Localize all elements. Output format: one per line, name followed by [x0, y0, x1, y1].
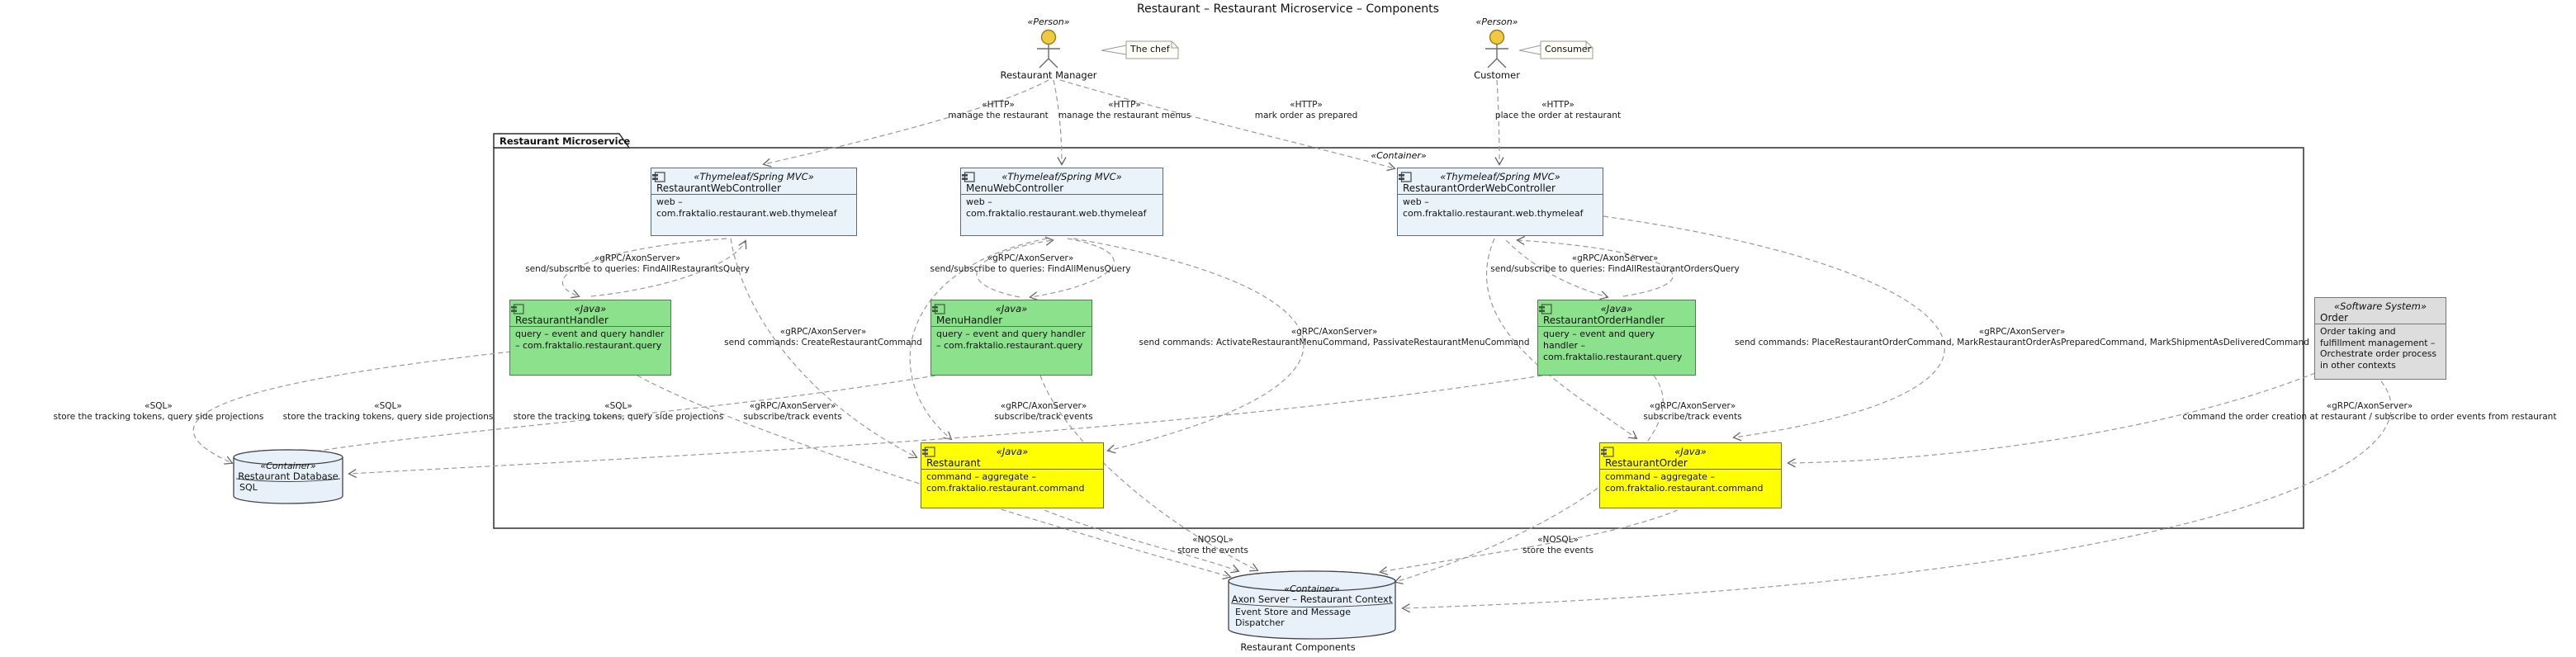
- diagram-title: Restaurant – Restaurant Microservice – C…: [1137, 2, 1439, 16]
- component-name: Restaurant: [926, 457, 981, 469]
- component-name: MenuWebController: [966, 182, 1064, 194]
- frame-restaurant-microservice: [493, 133, 2304, 529]
- edge-label-http-place-order: «HTTP»place the order at restaurant: [1494, 100, 1622, 121]
- external-system-name: Order: [2320, 312, 2349, 324]
- component-description: query – event and query handler – com.fr…: [510, 326, 670, 352]
- external-system-description: Order taking and fulfillment management …: [2315, 324, 2446, 371]
- axon-server-caption: Restaurant Components: [1240, 641, 1356, 653]
- component-stereotype: «Java»: [1600, 303, 1633, 314]
- restaurant-database-name: Restaurant Database: [238, 470, 339, 482]
- axon-server-stereotype: «Container»: [1284, 584, 1340, 594]
- external-system-stereotype: «Software System»: [2334, 300, 2427, 312]
- component-description: query – event and query handler – com.fr…: [1538, 326, 1695, 363]
- component-stereotype: «Java»: [1674, 446, 1707, 457]
- component-description: command – aggregate – com.fraktalio.rest…: [1600, 469, 1781, 494]
- component-icon: [1539, 304, 1552, 314]
- axon-server-name: Axon Server – Restaurant Context: [1231, 593, 1393, 605]
- edge-label-subscribe-1: «gRPC/AxonServer»subscribe/track events: [743, 401, 842, 422]
- component-name: RestaurantOrderHandler: [1543, 314, 1665, 326]
- edge-label-store-tokens-1: «SQL»store the tracking tokens, query si…: [53, 401, 264, 422]
- note-consumer: Consumer: [1545, 44, 1592, 54]
- database-axon-server-shape: [1228, 570, 1396, 640]
- person-restaurant-manager-icon: [1037, 29, 1060, 69]
- edge-label-order-commands: «gRPC/AxonServer»send commands: PlaceRes…: [1735, 327, 2309, 347]
- external-system-order: «Software System» Order Order taking and…: [2314, 297, 2446, 380]
- edge-paths: [192, 79, 2392, 613]
- edge-label-subscribe-3: «gRPC/AxonServer»subscribe/track events: [1643, 401, 1742, 422]
- component-description: web – com.fraktalio.restaurant.web.thyme…: [961, 194, 1163, 220]
- component-name: MenuHandler: [936, 314, 1003, 326]
- database-restaurant-database-shape: [233, 449, 343, 504]
- component-name: RestaurantOrder: [1605, 457, 1688, 469]
- component-menu-handler: «Java» MenuHandler query – event and que…: [930, 300, 1092, 376]
- component-stereotype: «Thymeleaf/Spring MVC»: [1440, 171, 1560, 182]
- edge-label-subscribe-2: «gRPC/AxonServer»subscribe/track events: [994, 401, 1093, 422]
- person-manager-stereotype: «Person»: [1027, 17, 1070, 27]
- component-icon: [922, 447, 935, 457]
- edge-label-store-events-2: «NOSQL»store the events: [1522, 535, 1593, 555]
- component-stereotype: «Thymeleaf/Spring MVC»: [694, 171, 814, 182]
- edge-label-find-restaurants-query: «gRPC/AxonServer»send/subscribe to queri…: [525, 253, 750, 274]
- component-description: command – aggregate – com.fraktalio.rest…: [921, 469, 1103, 494]
- component-stereotype: «Java»: [574, 303, 607, 314]
- component-description: web – com.fraktalio.restaurant.web.thyme…: [1398, 194, 1603, 220]
- note-the-chef-shape: [1101, 40, 1179, 59]
- frame-title: Restaurant Microservice: [500, 135, 631, 147]
- component-restaurant-order-web-controller: «Thymeleaf/Spring MVC» RestaurantOrderWe…: [1397, 168, 1603, 236]
- note-consumer-shape: [1518, 40, 1593, 59]
- person-customer-name: Customer: [1474, 69, 1520, 81]
- component-icon: [1601, 447, 1614, 457]
- edge-label-store-tokens-3: «SQL»store the tracking tokens, query si…: [513, 401, 724, 422]
- component-restaurant-web-controller: «Thymeleaf/Spring MVC» RestaurantWebCont…: [651, 168, 857, 236]
- restaurant-database-stereotype: «Container»: [260, 461, 316, 471]
- component-description: query – event and query handler – com.fr…: [931, 326, 1091, 352]
- edge-label-store-events-1: «NOSQL»store the events: [1177, 535, 1248, 555]
- axon-server-description: Event Store and Message Dispatcher: [1235, 607, 1351, 628]
- edge-label-order-integration: «gRPC/AxonServer»command the order creat…: [2182, 401, 2557, 422]
- component-icon: [962, 172, 975, 182]
- frame-stereotype: «Container»: [1371, 150, 1427, 161]
- component-description: web – com.fraktalio.restaurant.web.thyme…: [651, 194, 856, 220]
- component-icon: [511, 304, 524, 314]
- edge-label-http-manage-restaurant: «HTTP»manage the restaurant: [948, 100, 1049, 121]
- edge-label-http-manage-menus: «HTTP»manage the restaurant menus: [1058, 100, 1191, 121]
- edge-label-menu-commands: «gRPC/AxonServer»send commands: Activate…: [1139, 327, 1530, 347]
- component-restaurant-order-aggregate: «Java» RestaurantOrder command – aggrega…: [1599, 442, 1782, 508]
- person-customer-stereotype: «Person»: [1475, 17, 1518, 27]
- component-name: RestaurantOrderWebController: [1403, 182, 1556, 194]
- component-restaurant-order-handler: «Java» RestaurantOrderHandler query – ev…: [1537, 300, 1696, 376]
- edge-label-http-mark-prepared: «HTTP»mark order as prepared: [1254, 100, 1358, 121]
- component-name: RestaurantHandler: [515, 314, 608, 326]
- component-stereotype: «Java»: [995, 303, 1028, 314]
- component-menu-web-controller: «Thymeleaf/Spring MVC» MenuWebController…: [960, 168, 1163, 236]
- edge-label-find-orders-query: «gRPC/AxonServer»send/subscribe to queri…: [1490, 253, 1740, 274]
- person-manager-name: Restaurant Manager: [1000, 69, 1097, 81]
- component-stereotype: «Thymeleaf/Spring MVC»: [1002, 171, 1122, 182]
- restaurant-database-technology: SQL: [239, 482, 258, 493]
- edge-label-find-menus-query: «gRPC/AxonServer»send/subscribe to queri…: [930, 253, 1131, 274]
- component-icon: [932, 304, 945, 314]
- edge-label-create-restaurant-command: «gRPC/AxonServer»send commands: CreateRe…: [724, 327, 922, 347]
- person-customer-icon: [1485, 29, 1508, 69]
- note-the-chef: The chef: [1130, 44, 1170, 54]
- component-icon: [652, 172, 665, 182]
- component-stereotype: «Java»: [996, 446, 1029, 457]
- component-restaurant-aggregate: «Java» Restaurant command – aggregate – …: [921, 442, 1104, 508]
- edge-label-store-tokens-2: «SQL»store the tracking tokens, query si…: [282, 401, 494, 422]
- component-name: RestaurantWebController: [656, 182, 781, 194]
- component-icon: [1399, 172, 1412, 182]
- component-restaurant-handler: «Java» RestaurantHandler query – event a…: [509, 300, 671, 376]
